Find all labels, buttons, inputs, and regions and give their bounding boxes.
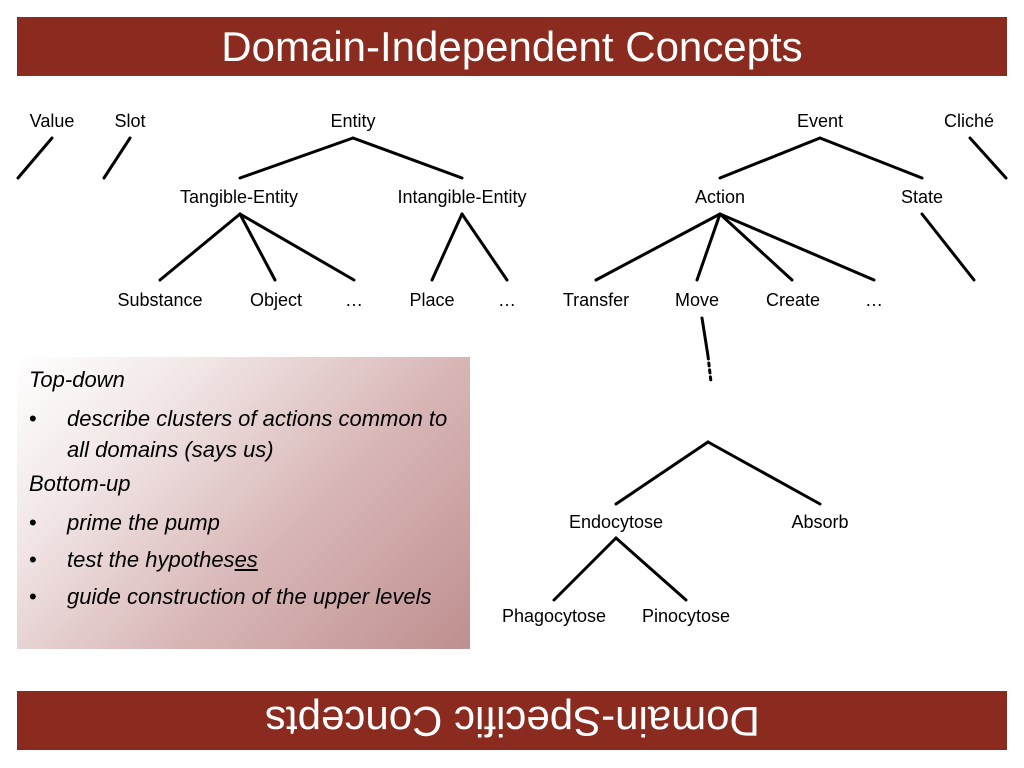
node-pinocytose: Pinocytose — [641, 606, 731, 626]
bullet-text: test the hypotheses — [67, 544, 456, 575]
node-place: Place — [409, 290, 455, 310]
connector-line — [460, 212, 509, 282]
bottom-title-upside-down: Domain-Specific Concepts — [264, 697, 760, 745]
connector-line-dotted — [706, 354, 713, 384]
node-ellipsis: … — [345, 290, 363, 310]
connector-line — [238, 136, 355, 180]
node-ellipsis: … — [865, 290, 883, 310]
bullet-marker: • — [29, 547, 37, 572]
node-value: Value — [29, 111, 75, 131]
bullet-marker: • — [29, 510, 37, 535]
note-bullet-item: • prime the pump — [29, 507, 456, 538]
connector-line — [695, 212, 722, 282]
node-action: Action — [694, 187, 746, 207]
connector-line — [614, 536, 688, 602]
connector-line — [818, 136, 924, 180]
node-state: State — [900, 187, 944, 207]
connector-line — [552, 536, 618, 602]
bullet-text-underlined: es — [234, 547, 258, 572]
note-bullet-item: • describe clusters of actions common to… — [29, 403, 456, 465]
connector-line — [158, 212, 242, 282]
connector-line — [718, 212, 794, 282]
node-event: Event — [796, 111, 844, 131]
connector-line — [718, 212, 876, 282]
bullet-text: describe clusters of actions common to a… — [67, 406, 448, 462]
connector-line — [718, 136, 822, 180]
bottom-banner: Domain-Specific Concepts — [17, 691, 1007, 750]
node-phagocytose: Phagocytose — [501, 606, 607, 626]
connector-line — [430, 212, 464, 282]
note-heading-top-down: Top-down — [29, 367, 125, 392]
node-move: Move — [674, 290, 720, 310]
node-substance: Substance — [117, 290, 203, 310]
connector-line — [614, 440, 710, 506]
node-absorb: Absorb — [791, 512, 849, 532]
connector-line — [102, 136, 132, 180]
node-cliche: Cliché — [943, 111, 995, 131]
bullet-marker: • — [29, 406, 37, 431]
slide-title: Domain-Independent Concepts — [221, 22, 803, 70]
connector-line — [16, 136, 54, 180]
node-create: Create — [765, 290, 821, 310]
connector-line — [238, 212, 356, 282]
note-heading-bottom-up: Bottom-up — [29, 471, 131, 496]
note-bullet-item: • test the hypotheses — [29, 544, 456, 575]
node-entity: Entity — [330, 111, 376, 131]
node-object: Object — [249, 290, 303, 310]
connector-line — [706, 440, 822, 506]
bullet-marker: • — [29, 584, 37, 609]
node-slot: Slot — [114, 111, 146, 131]
bullet-text-prefix: test the hypothes — [67, 547, 235, 572]
methodology-note-box: Top-down • describe clusters of actions … — [17, 357, 470, 649]
node-endocytose: Endocytose — [568, 512, 664, 532]
connector-line — [238, 212, 277, 282]
note-bullet-item: • guide construction of the upper levels — [29, 581, 456, 612]
node-tangible-entity: Tangible-Entity — [179, 187, 299, 207]
bullet-text: guide construction of the upper levels — [67, 584, 432, 609]
connector-line — [968, 136, 1008, 180]
node-transfer: Transfer — [562, 290, 630, 310]
node-ellipsis: … — [498, 290, 516, 310]
connector-line — [351, 136, 464, 180]
title-banner: Domain-Independent Concepts — [17, 17, 1007, 76]
bullet-text: prime the pump — [67, 510, 220, 535]
connector-line — [920, 212, 976, 282]
node-intangible-entity: Intangible-Entity — [397, 187, 527, 207]
connector-line — [700, 316, 710, 358]
connector-line — [594, 212, 722, 282]
